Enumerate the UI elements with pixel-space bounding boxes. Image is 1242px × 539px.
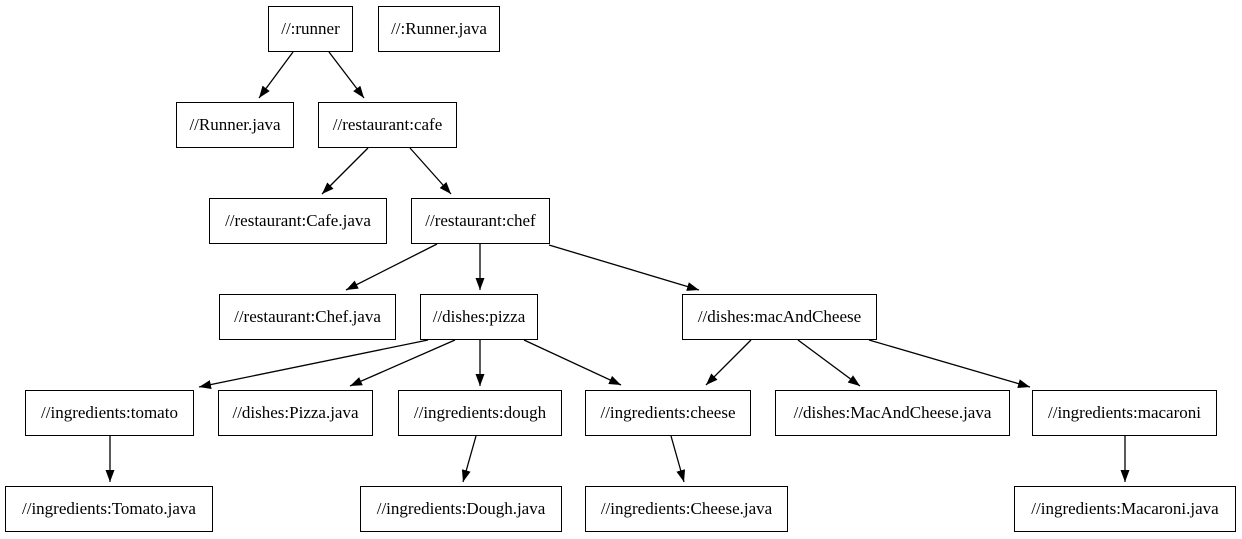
- edge-cafe-to-cafe-java: [321, 147, 369, 195]
- graph-node-dough: //ingredients:dough: [398, 390, 562, 436]
- graph-node-label: //dishes:macAndCheese: [697, 307, 862, 326]
- edge-group: [105, 51, 1130, 483]
- graph-node-label: //ingredients:Dough.java: [376, 499, 546, 518]
- graph-node-label: //restaurant:Chef.java: [234, 307, 381, 326]
- edge-cafe-to-chef: [409, 147, 452, 195]
- graph-node-cheese-java: //ingredients:Cheese.java: [585, 486, 788, 532]
- graph-node-cheese: //ingredients:cheese: [585, 390, 751, 436]
- graph-node-label: //ingredients:dough: [413, 403, 547, 422]
- graph-node-pizza: //dishes:pizza: [420, 294, 538, 340]
- graph-node-label: //ingredients:cheese: [600, 403, 736, 422]
- edge-macandcheese-to-macaroni: [868, 339, 1031, 388]
- graph-node-macaroni-java: //ingredients:Macaroni.java: [1014, 486, 1236, 532]
- graph-node-label: //ingredients:tomato: [41, 403, 178, 422]
- graph-node-macandcheese: //dishes:macAndCheese: [682, 294, 877, 340]
- graph-node-root-runner-java: //:Runner.java: [378, 6, 500, 52]
- graph-node-label: //ingredients:macaroni: [1048, 403, 1201, 422]
- graph-node-chef-java: //restaurant:Chef.java: [219, 294, 396, 340]
- graph-node-label: //dishes:pizza: [432, 307, 526, 326]
- graph-node-label: //restaurant:Cafe.java: [225, 211, 371, 230]
- edge-chef-to-chef-java: [345, 243, 438, 291]
- graph-node-runner: //:runner: [268, 6, 353, 52]
- graph-node-cafe-java: //restaurant:Cafe.java: [209, 198, 387, 244]
- graph-node-chef: //restaurant:chef: [411, 198, 550, 244]
- edge-chef-to-macandcheese: [548, 244, 700, 291]
- graph-node-macaroni: //ingredients:macaroni: [1032, 390, 1217, 436]
- graph-node-label: //restaurant:cafe: [332, 115, 443, 134]
- edge-pizza-to-tomato: [198, 339, 429, 389]
- graph-node-label: //:runner: [281, 19, 340, 38]
- edge-dough-to-dough-java: [461, 435, 477, 483]
- graph-node-dough-java: //ingredients:Dough.java: [360, 486, 562, 532]
- graph-node-label: //ingredients:Tomato.java: [22, 499, 196, 518]
- graph-node-label: //ingredients:Cheese.java: [600, 499, 773, 518]
- graph-node-pizza-java: //dishes:Pizza.java: [218, 390, 373, 436]
- graph-node-label: //ingredients:Macaroni.java: [1031, 499, 1219, 518]
- graph-node-label: //Runner.java: [189, 115, 281, 134]
- edge-pizza-to-cheese: [523, 339, 622, 386]
- graph-node-tomato-java: //ingredients:Tomato.java: [5, 486, 213, 532]
- edge-cheese-to-cheese-java: [670, 435, 686, 483]
- graph-node-macandcheese-java: //dishes:MacAndCheese.java: [775, 390, 1010, 436]
- graph-node-label: //restaurant:chef: [425, 211, 536, 230]
- edge-pizza-to-pizza-java: [349, 339, 456, 387]
- graph-node-runner-java: //Runner.java: [176, 102, 294, 148]
- graph-node-label: //:Runner.java: [391, 19, 487, 38]
- edge-macandcheese-to-macandcheese-java: [797, 339, 861, 387]
- edge-runner-to-runner-java: [258, 51, 294, 99]
- edge-macandcheese-to-cheese: [705, 339, 752, 386]
- graph-node-cafe: //restaurant:cafe: [318, 102, 457, 148]
- graph-node-label: //dishes:Pizza.java: [232, 403, 359, 422]
- graph-node-label: //dishes:MacAndCheese.java: [793, 403, 992, 422]
- edge-runner-to-cafe: [328, 51, 365, 99]
- graph-node-tomato: //ingredients:tomato: [25, 390, 194, 436]
